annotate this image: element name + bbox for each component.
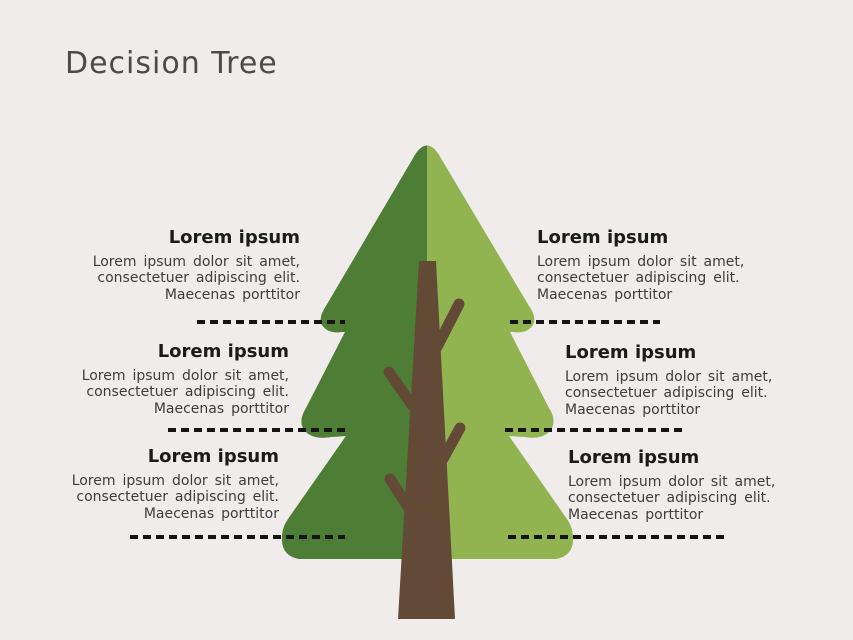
- connector-dash-right-1: [510, 320, 660, 324]
- connector-dash-left-2: [168, 428, 347, 432]
- tree-branch-mid-right: [437, 422, 466, 465]
- block-heading: Lorem ipsum: [537, 227, 669, 248]
- block-body: Lorem ipsum dolor sit amet, consectetuer…: [81, 367, 289, 418]
- connector-dash-right-2: [505, 428, 687, 432]
- block-heading: Lorem ipsum: [568, 447, 700, 468]
- block-heading: Lorem ipsum: [565, 342, 697, 363]
- block-heading: Lorem ipsum: [168, 227, 300, 248]
- connector-dash-left-1: [197, 320, 345, 324]
- tree-branch-lower-left: [384, 473, 414, 513]
- block-body: Lorem ipsum dolor sit amet, consectetuer…: [565, 368, 773, 419]
- text-block-left-3: Lorem ipsum Lorem ipsum dolor sit amet, …: [29, 446, 279, 523]
- text-block-right-2: Lorem ipsum Lorem ipsum dolor sit amet, …: [565, 342, 815, 419]
- text-block-right-3: Lorem ipsum Lorem ipsum dolor sit amet, …: [568, 447, 818, 524]
- text-block-left-2: Lorem ipsum Lorem ipsum dolor sit amet, …: [39, 341, 289, 418]
- block-heading: Lorem ipsum: [147, 446, 279, 467]
- block-body: Lorem ipsum dolor sit amet, consectetuer…: [568, 473, 776, 524]
- block-heading: Lorem ipsum: [157, 341, 289, 362]
- block-body: Lorem ipsum dolor sit amet, consectetuer…: [92, 253, 300, 304]
- connector-dash-right-3: [508, 535, 727, 539]
- block-body: Lorem ipsum dolor sit amet, consectetuer…: [71, 472, 279, 523]
- tree-branch-mid-left: [383, 366, 418, 411]
- block-body: Lorem ipsum dolor sit amet, consectetuer…: [537, 253, 745, 304]
- text-block-right-1: Lorem ipsum Lorem ipsum dolor sit amet, …: [537, 227, 787, 304]
- page-title: Decision Tree: [65, 46, 278, 81]
- text-block-left-1: Lorem ipsum Lorem ipsum dolor sit amet, …: [50, 227, 300, 304]
- tree-canopy-left: [281, 145, 427, 559]
- tree-branch-upper-right: [431, 298, 465, 353]
- connector-dash-left-3: [130, 535, 345, 539]
